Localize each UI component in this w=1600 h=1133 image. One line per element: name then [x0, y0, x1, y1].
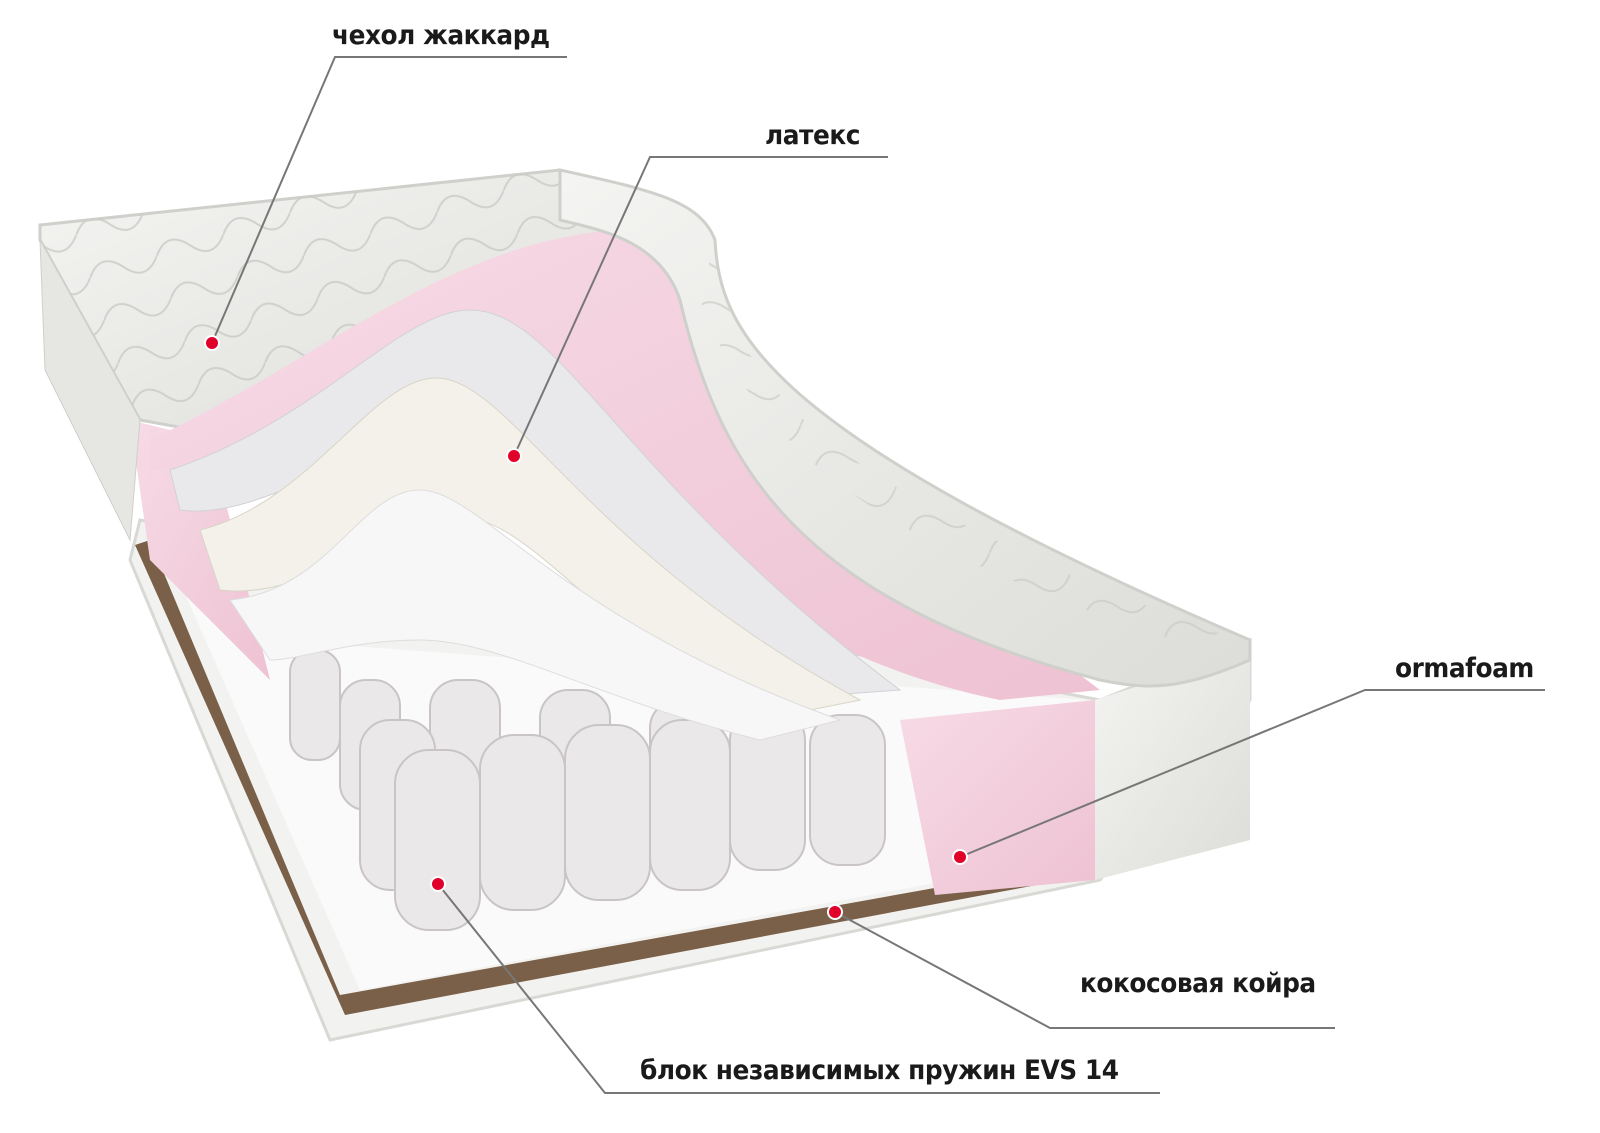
marker-springs	[430, 876, 446, 892]
pocket-springs	[289, 649, 886, 931]
leader-lines	[211, 56, 1545, 1094]
marker-cover	[204, 335, 220, 351]
ormafoam-block	[900, 700, 1095, 895]
leader-coconut	[834, 911, 1335, 1029]
leader-ormafoam	[959, 689, 1545, 858]
ormafoam-left	[130, 420, 270, 680]
leader-springs	[437, 883, 1160, 1094]
label-latex: латекс	[765, 120, 861, 151]
marker-coconut	[827, 904, 843, 920]
markers	[204, 335, 968, 920]
label-ormafoam: ormafoam	[1395, 653, 1534, 684]
leader-latex	[513, 156, 888, 457]
marker-latex	[506, 448, 522, 464]
label-coconut: кокосовая койра	[1080, 968, 1316, 999]
label-springs: блок независимых пружин EVS 14	[640, 1055, 1119, 1086]
marker-ormafoam	[952, 849, 968, 865]
label-cover: чехол жаккард	[332, 20, 550, 51]
leader-cover	[211, 56, 567, 344]
